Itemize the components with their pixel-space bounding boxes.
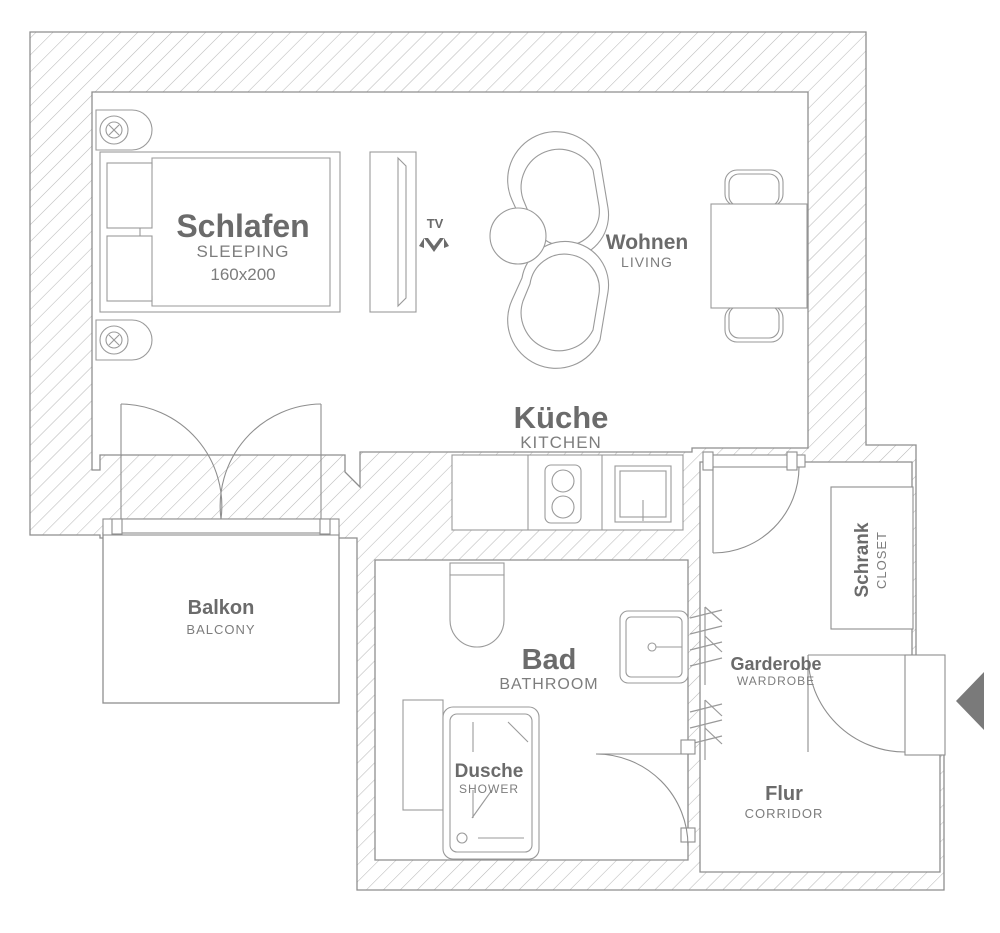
- hook-u-diag2: [704, 635, 723, 653]
- shower-glass-d: [471, 789, 493, 819]
- label-closet-en: CLOSET: [874, 531, 889, 589]
- kitchen-door-jamb-right: [786, 451, 798, 471]
- bathroom-door-jamb-top: [680, 739, 696, 755]
- entrance-door[interactable]: [807, 654, 946, 756]
- balcony-slab: [102, 532, 340, 704]
- room-label-corridor: Flur CORRIDOR: [745, 783, 824, 821]
- label-corridor-de: Flur: [765, 783, 803, 805]
- shower-tray-inner: [449, 713, 533, 853]
- round-coffee-table: [489, 207, 547, 265]
- kitchen-door-arc: [712, 466, 800, 554]
- dining-chair-top-inner: [728, 173, 780, 207]
- label-sleeping-de: Schlafen: [176, 208, 309, 244]
- toilet: [449, 562, 505, 648]
- room-label-balcony: Balkon BALCONY: [186, 597, 255, 637]
- shower-drain: [456, 832, 468, 844]
- kitchen-door[interactable]: [702, 451, 806, 554]
- dining-chair-bottom-inner: [728, 305, 780, 339]
- hook-l-diag2: [704, 727, 723, 745]
- lamp-cross-b-bottom: [108, 334, 120, 346]
- balcony-door-jamb-right: [319, 518, 331, 535]
- label-shower-en: SHOWER: [459, 782, 519, 796]
- room-label-sleeping: Schlafen SLEEPING 160x200: [176, 208, 309, 284]
- balcony-door-arc-left: [120, 403, 223, 520]
- tv-arrow-right: [444, 238, 449, 248]
- label-bathroom-de: Bad: [522, 644, 577, 676]
- kitchen-door-jamb-left: [702, 451, 714, 471]
- nightstand-lamp-top: [95, 109, 153, 151]
- tv-arrow-center: [424, 238, 444, 252]
- label-kitchen-de: Küche: [514, 400, 609, 435]
- room-label-closet: Schrank CLOSET: [852, 522, 889, 597]
- tv-cabinet: [369, 151, 417, 313]
- label-living-en: LIVING: [621, 254, 673, 270]
- kitchen-counter-run: [451, 454, 684, 531]
- burner-bottom: [551, 495, 575, 519]
- room-label-bathroom: Bad BATHROOM: [499, 644, 598, 693]
- hook-l1: [689, 703, 723, 713]
- bathroom-door-arc: [595, 753, 689, 847]
- hook-u3: [689, 641, 723, 651]
- entrance-arrow: [956, 672, 984, 730]
- hook-l-diag1: [704, 699, 723, 717]
- dining-table: [710, 203, 808, 309]
- label-sleeping-en: SLEEPING: [196, 242, 289, 261]
- dining-set: [710, 169, 808, 343]
- shower-side-panel: [402, 699, 444, 811]
- toilet-bowl: [449, 574, 505, 648]
- closet-unit: [830, 486, 914, 630]
- burner-top: [551, 469, 575, 493]
- balcony-door-arc-right: [219, 403, 322, 520]
- label-kitchen-en: KITCHEN: [520, 433, 602, 452]
- room-label-wardrobe: Garderobe WARDROBE: [730, 654, 821, 688]
- tv-screen: [397, 156, 407, 308]
- balcony-door-jamb-left: [111, 518, 123, 535]
- bathroom-door[interactable]: [595, 739, 696, 847]
- label-living-de: Wohnen: [606, 231, 688, 254]
- tv-unit: [369, 151, 417, 313]
- label-shower-de: Dusche: [455, 761, 524, 782]
- label-wardrobe-de: Garderobe: [730, 654, 821, 674]
- tv-signal-icon: [419, 238, 449, 252]
- hook-u4: [689, 657, 723, 667]
- entrance-door-arc: [807, 654, 906, 753]
- label-balcony-de: Balkon: [188, 597, 255, 619]
- room-label-living: Wohnen LIVING: [606, 231, 688, 270]
- entrance-door-panel: [904, 654, 946, 756]
- room-labels: Schlafen SLEEPING 160x200 Wohnen LIVING …: [176, 208, 889, 821]
- hook-u-diag1: [704, 606, 723, 623]
- hook-u2: [689, 625, 723, 635]
- label-corridor-en: CORRIDOR: [745, 806, 824, 821]
- label-wardrobe-en: WARDROBE: [737, 674, 815, 688]
- label-tv: TV: [427, 216, 444, 231]
- shower-area: [402, 699, 540, 860]
- double-bed: [99, 151, 341, 313]
- armchair-bottom-seat: [520, 253, 600, 352]
- label-bathroom-en: BATHROOM: [499, 676, 598, 693]
- tv-arrow-left: [419, 238, 424, 248]
- nightstand-lamp-bottom: [95, 319, 153, 361]
- shower-glass-b: [507, 721, 529, 743]
- armchair-bottom: [507, 240, 610, 369]
- washbasin: [619, 610, 689, 684]
- label-sleeping-dim: 160x200: [210, 265, 275, 284]
- toilet-cistern: [449, 562, 505, 576]
- balcony-double-door[interactable]: [111, 403, 331, 535]
- label-balcony-en: BALCONY: [186, 622, 255, 637]
- basin-drain: [647, 642, 657, 652]
- hook-u1: [689, 609, 723, 619]
- hook-l2: [689, 719, 723, 729]
- pillow-top: [106, 162, 153, 229]
- pillow-bottom: [106, 235, 153, 302]
- label-closet-de: Schrank: [852, 522, 873, 597]
- room-label-kitchen: Küche KITCHEN: [514, 400, 609, 452]
- balcony-door-frame: [120, 518, 322, 534]
- lamp-cross-b-top: [108, 124, 120, 136]
- room-label-shower: Dusche SHOWER: [455, 761, 524, 796]
